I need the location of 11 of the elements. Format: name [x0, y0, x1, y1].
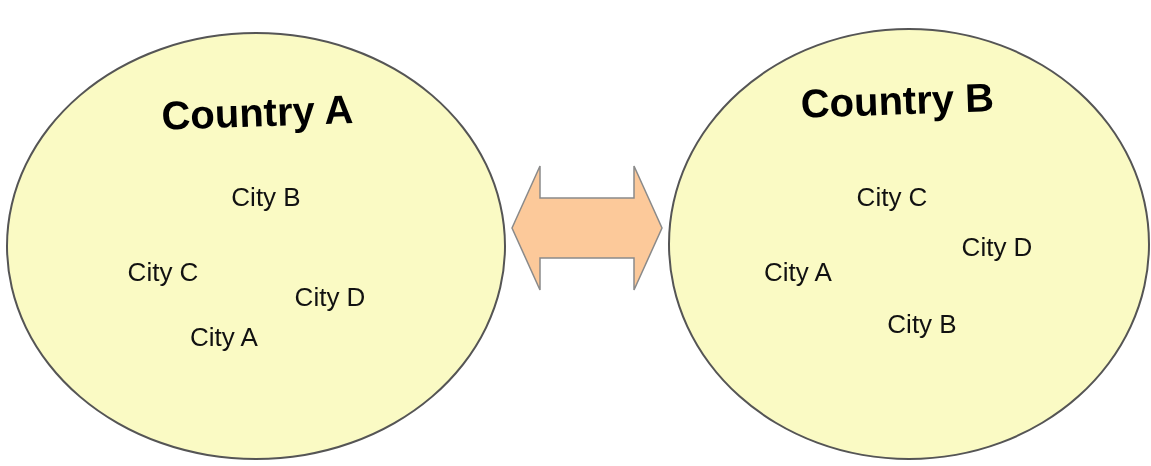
city-label: City A: [764, 259, 832, 285]
city-label: City B: [887, 311, 957, 337]
country-heading: Country A: [160, 89, 354, 136]
city-label: City C: [127, 259, 199, 285]
city-label: City D: [961, 234, 1033, 260]
country-heading: Country B: [800, 77, 995, 124]
double-arrow: [511, 165, 663, 291]
city-label: City C: [856, 184, 928, 210]
city-label: City D: [294, 284, 366, 310]
city-label: City B: [231, 184, 301, 210]
city-label: City A: [190, 324, 258, 350]
